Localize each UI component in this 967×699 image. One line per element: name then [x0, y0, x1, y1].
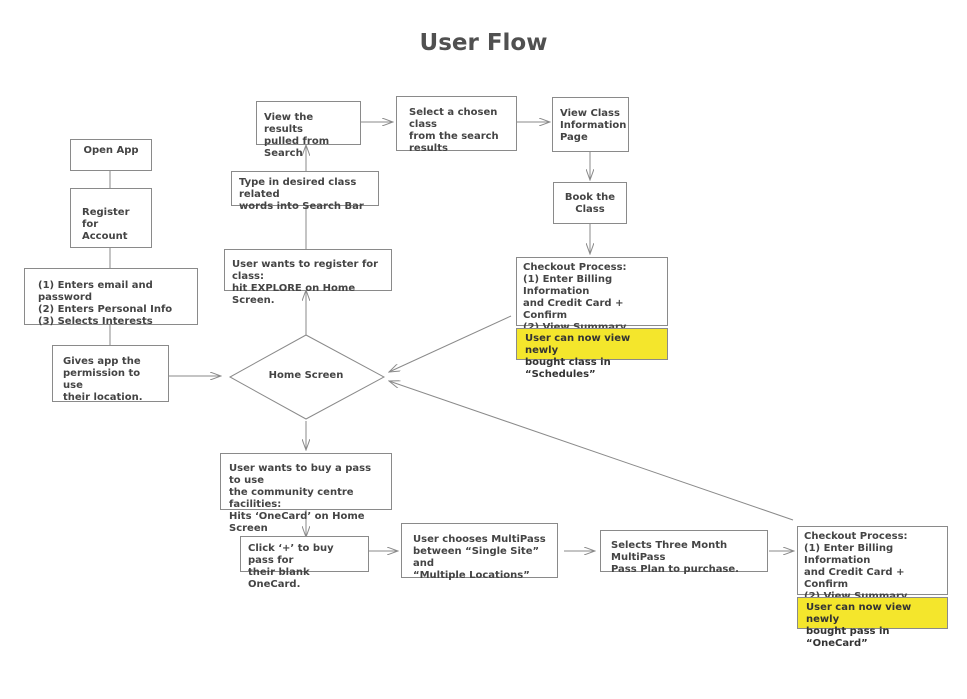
- multipass-box: User chooses MultiPass between “Single S…: [401, 523, 558, 581]
- checkout-class-box: Checkout Process: (1) Enter Billing Info…: [516, 257, 668, 357]
- buy-pass-box: User wants to buy a pass to use the comm…: [220, 453, 392, 534]
- arrow-checkout-home: [389, 315, 512, 372]
- register-box: Register for Account: [70, 188, 152, 248]
- arrow-checkoutpass-home: [389, 381, 794, 521]
- three-month-box: Selects Three Month MultiPass Pass Plan …: [600, 530, 768, 575]
- select-class-box: Select a chosen class from the search re…: [396, 96, 517, 154]
- view-results-box: View the results pulled from Search: [256, 101, 361, 159]
- open-app-box: Open App: [70, 139, 152, 171]
- explore-box: User wants to register for class: hit EX…: [224, 249, 392, 306]
- page-title: User Flow: [419, 30, 548, 56]
- checkout-pass-box: Checkout Process: (1) Enter Billing Info…: [797, 526, 948, 626]
- enter-info-box: (1) Enters email and password (2) Enters…: [24, 268, 198, 327]
- class-info-box: View Class Information Page: [552, 97, 629, 152]
- schedules-note-box: User can now view newly bought class in …: [516, 328, 668, 380]
- home-screen-label: Home Screen: [268, 370, 344, 381]
- onecard-note-box: User can now view newly bought pass in “…: [797, 597, 948, 649]
- location-permission-box: Gives app the permission to use their lo…: [52, 345, 169, 403]
- click-plus-box: Click ‘+’ to buy pass for their blank On…: [240, 536, 369, 590]
- book-class-box: Book the Class: [553, 182, 627, 224]
- search-bar-box: Type in desired class related words into…: [231, 171, 379, 212]
- home-screen-diamond: [228, 334, 386, 420]
